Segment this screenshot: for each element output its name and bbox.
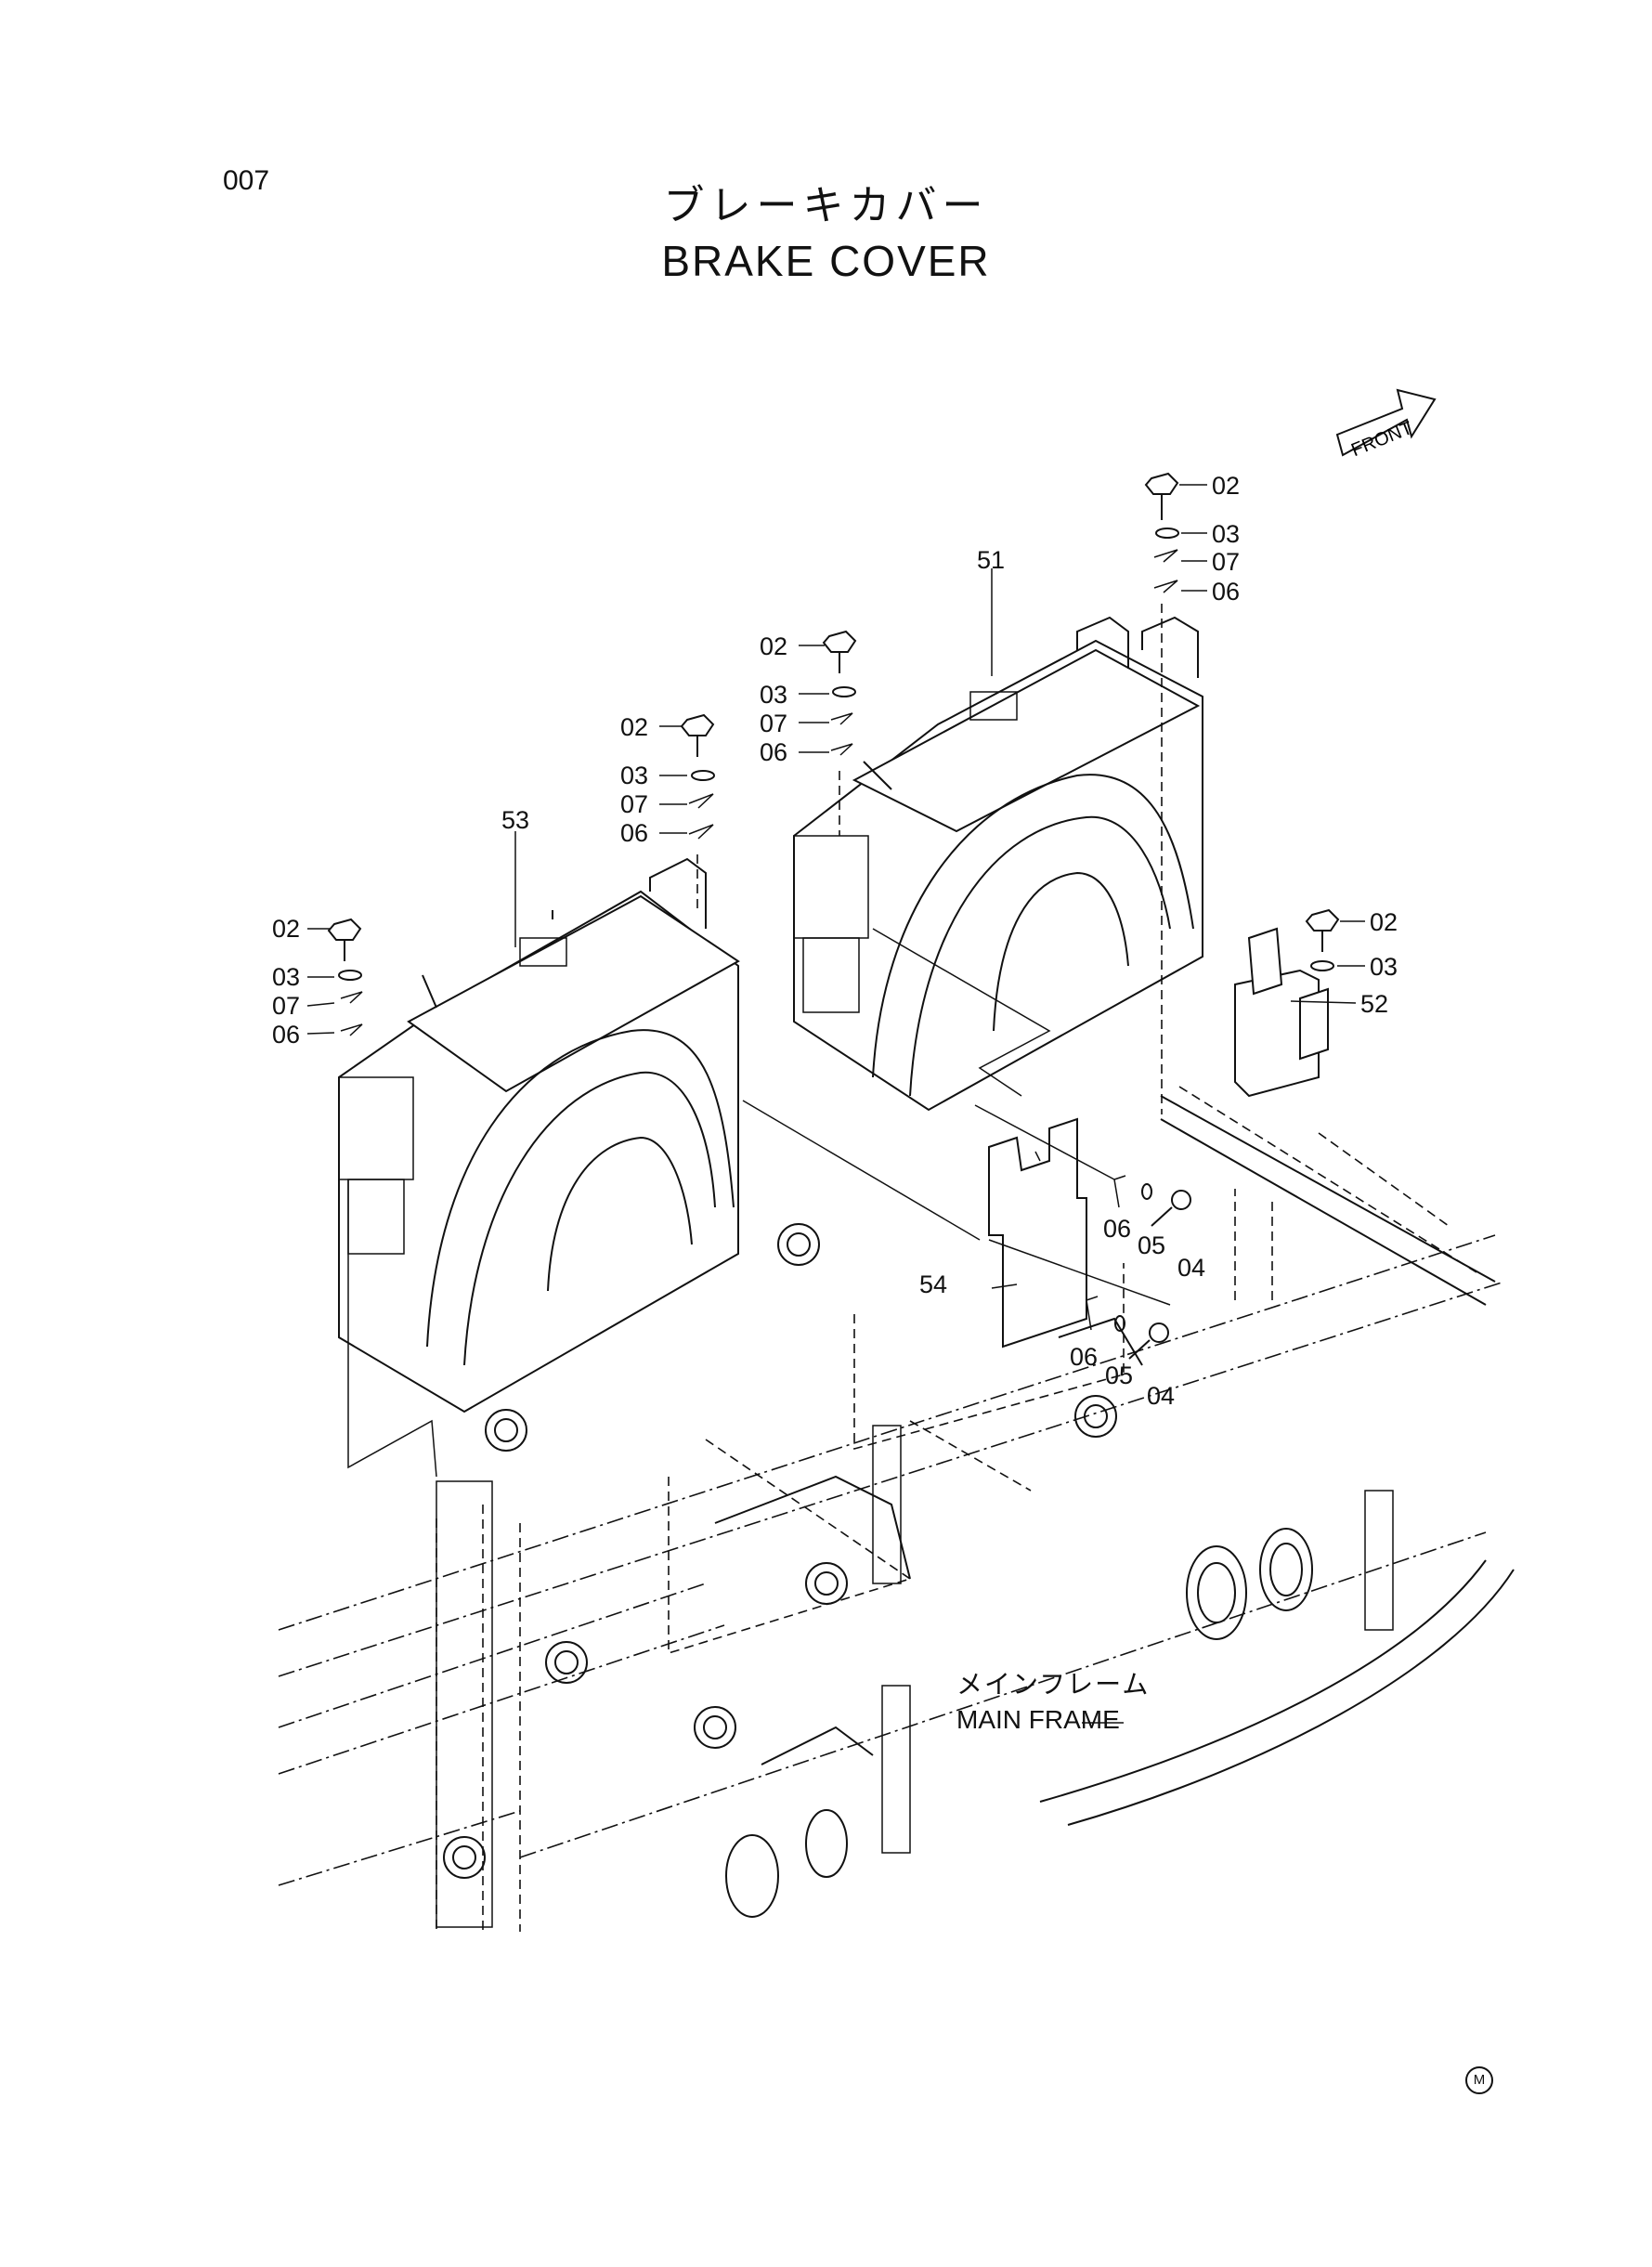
- callout-m06: 06: [620, 819, 649, 847]
- washer-icons: [338, 528, 1334, 1332]
- corner-mark: M: [1465, 2066, 1493, 2094]
- main-frame-label-en: MAIN FRAME: [956, 1705, 1120, 1734]
- callout-r02: 02: [1212, 472, 1241, 500]
- callout-a06: 06: [1103, 1215, 1132, 1243]
- brake-cover-center: [793, 616, 1203, 1112]
- main-frame: [278, 1086, 1515, 1932]
- callout-a05: 05: [1138, 1231, 1166, 1259]
- callout-l07: 07: [272, 992, 301, 1020]
- callout-s03: 03: [1370, 953, 1398, 981]
- callout-m03: 03: [620, 762, 649, 789]
- callout-r07: 07: [1212, 548, 1241, 576]
- leader-lines: [306, 484, 1365, 1478]
- callout-53: 53: [501, 806, 530, 834]
- bolt-icons: [327, 472, 1340, 1360]
- bracket: [1160, 927, 1496, 1306]
- callout-52: 52: [1360, 990, 1389, 1018]
- page-code: 007: [223, 165, 270, 196]
- callout-b04: 04: [1147, 1382, 1176, 1410]
- callout-c02: 02: [760, 632, 788, 660]
- front-arrow-icon: FRONT: [1335, 388, 1437, 461]
- exploded-centerlines: [696, 604, 1163, 1114]
- main-frame-label-ja: メインフレーム: [956, 1669, 1151, 1700]
- callout-a04: 04: [1177, 1254, 1206, 1282]
- callout-51: 51: [977, 546, 1006, 574]
- title-english: BRAKE COVER: [661, 237, 991, 285]
- callout-l06: 06: [272, 1021, 301, 1049]
- callout-54: 54: [919, 1270, 948, 1298]
- callout-c06: 06: [760, 738, 788, 766]
- callout-l03: 03: [272, 963, 301, 991]
- title-japanese: ブレーキカバー: [663, 182, 989, 229]
- callout-s02: 02: [1370, 908, 1398, 936]
- clip-icons: [340, 549, 1178, 1331]
- callout-b06: 06: [1070, 1343, 1099, 1371]
- callout-c03: 03: [760, 681, 788, 709]
- brake-cover-left: [338, 857, 740, 1414]
- front-label: FRONT: [1348, 418, 1415, 461]
- callout-c07: 07: [760, 710, 788, 737]
- callout-r03: 03: [1212, 520, 1241, 548]
- callout-m07: 07: [620, 790, 649, 818]
- cover-plate: [988, 1117, 1087, 1348]
- callout-b05: 05: [1105, 1362, 1134, 1389]
- callout-m02: 02: [620, 713, 649, 741]
- callout-r06: 06: [1212, 578, 1241, 606]
- callout-l02: 02: [272, 915, 301, 943]
